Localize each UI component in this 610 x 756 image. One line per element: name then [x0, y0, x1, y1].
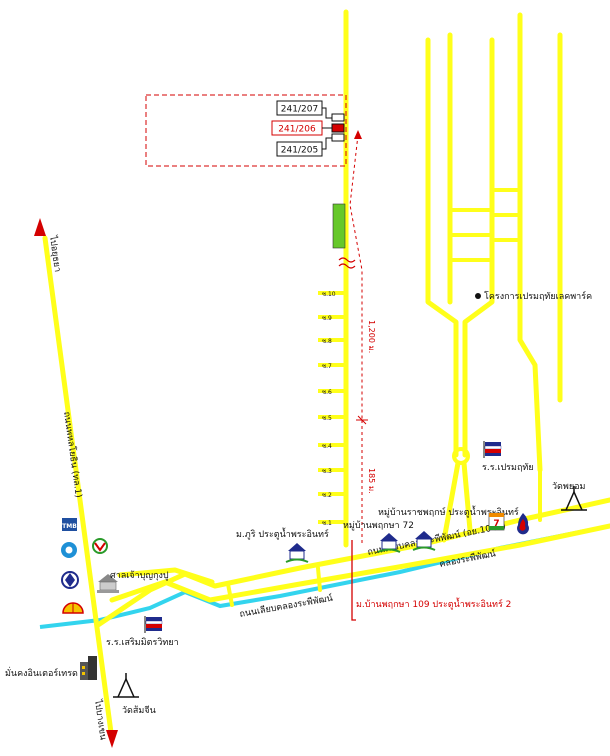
distance-185: 185 ม. — [367, 468, 376, 494]
road-canal-lower — [109, 523, 610, 603]
road-canal-upper — [95, 497, 610, 628]
road-prem-west — [425, 37, 459, 458]
arrow-to-ayutthaya-icon — [34, 218, 46, 236]
roads — [42, 9, 610, 743]
plot-label-upper: 241/207 — [281, 105, 318, 115]
distance-lines — [349, 130, 368, 545]
label-wat-somchin: วัดส้มจีน — [122, 705, 156, 716]
distance-1200: 1,200 ม. — [367, 320, 376, 353]
prem-park-marker — [475, 293, 481, 299]
arrow-to-bangkok-icon — [106, 730, 118, 748]
soi-label: ซ.4 — [322, 443, 332, 450]
kasikorn-bank-icon — [92, 538, 108, 554]
plot-boxes: 241/207 241/206 241/205 — [271, 100, 345, 157]
plot-building-target — [331, 123, 345, 133]
prem-school-flag-icon — [483, 441, 502, 458]
soi-label: ซ.3 — [322, 468, 332, 475]
soi-label: ซ.10 — [322, 291, 336, 298]
label-mankhong: มั่นคงอินเตอร์เทรด — [5, 666, 78, 679]
tmb-label: TMB — [62, 523, 77, 530]
scb-bank-icon — [61, 571, 79, 589]
school-flag-icon-soem — [144, 616, 163, 633]
label-ratchaphruek: หมู่บ้านราชพฤกษ์ ประตูน้ำพระอินทร์ — [378, 505, 519, 518]
soi-label: ซ.7 — [322, 363, 332, 370]
road-shrine-link — [117, 567, 215, 585]
plot-area-boundary — [145, 94, 347, 167]
soi-ticks — [318, 291, 346, 524]
label-prem-park: โครงการเปรมฤทัยเลคพาร์ค — [484, 290, 592, 302]
soi-label: ซ.8 — [322, 338, 332, 345]
tmb-bank-icon: TMB — [62, 518, 77, 531]
house-icon-m-phuri — [285, 543, 309, 563]
shrine-icon — [97, 574, 119, 593]
route-phruksa109 — [351, 540, 356, 621]
label-phruksa109: ม.บ้านพฤกษา 109 ประตูน้ำพระอินทร์ 2 — [356, 597, 511, 610]
house-icon-ratchaphruek — [412, 531, 436, 551]
soi-label: ซ.6 — [322, 389, 332, 396]
plot-building-upper — [331, 113, 345, 122]
green-lot — [332, 203, 346, 249]
seven-eleven-label: 7 — [493, 519, 499, 529]
krungthai-bank-icon — [61, 542, 77, 558]
label-phruksa72: หมู่บ้านพฤกษา 72 — [343, 520, 414, 531]
temple-icon-wat-somchin — [113, 673, 139, 698]
label-wat-phayom: วัดพยอม — [552, 482, 586, 492]
shell-station-icon — [62, 602, 84, 614]
road-phahonyothin — [42, 235, 115, 743]
ptt-station-icon — [517, 513, 530, 535]
label-soem-school: ร.ร.เสริมมิตรวิทยา — [106, 637, 179, 648]
temple-icon-wat-phayom — [561, 486, 587, 511]
soi-label: ซ.5 — [322, 415, 332, 422]
seven-eleven-icon: 7 — [488, 512, 505, 531]
soi-label: ซ.1 — [322, 520, 332, 527]
plot-label-target: 241/206 — [278, 125, 316, 135]
soi-labels: ซ.10 ซ.9 ซ.8 ซ.7 ซ.6 ซ.5 ซ.4 ซ.3 ซ.2 ซ.1 — [322, 291, 336, 527]
plot-building-lower — [331, 133, 345, 142]
label-m-phuri: ม.ภูริ ประตูน้ำพระอินทร์ — [236, 527, 329, 540]
label-to-ayutthaya: ไปอยุธยา — [47, 234, 63, 273]
plot-label-lower: 241/205 — [281, 146, 318, 156]
label-canal: คลองระพีพัฒน์ — [438, 547, 496, 570]
road-prem-east — [462, 37, 495, 458]
label-shrine: ศาลเจ้าบุญกุงปู — [110, 570, 169, 581]
building-icon-mankhong — [80, 656, 97, 680]
soi-label: ซ.2 — [322, 492, 332, 499]
house-icon-phruksa72 — [377, 533, 401, 553]
soi-label: ซ.9 — [322, 315, 332, 322]
label-prem-school: ร.ร.เปรมฤทัย — [482, 463, 534, 473]
road-break-mark — [338, 257, 356, 269]
label-phahonyothin: ถนนพหลโยธิน (ทล.1) — [61, 411, 84, 498]
